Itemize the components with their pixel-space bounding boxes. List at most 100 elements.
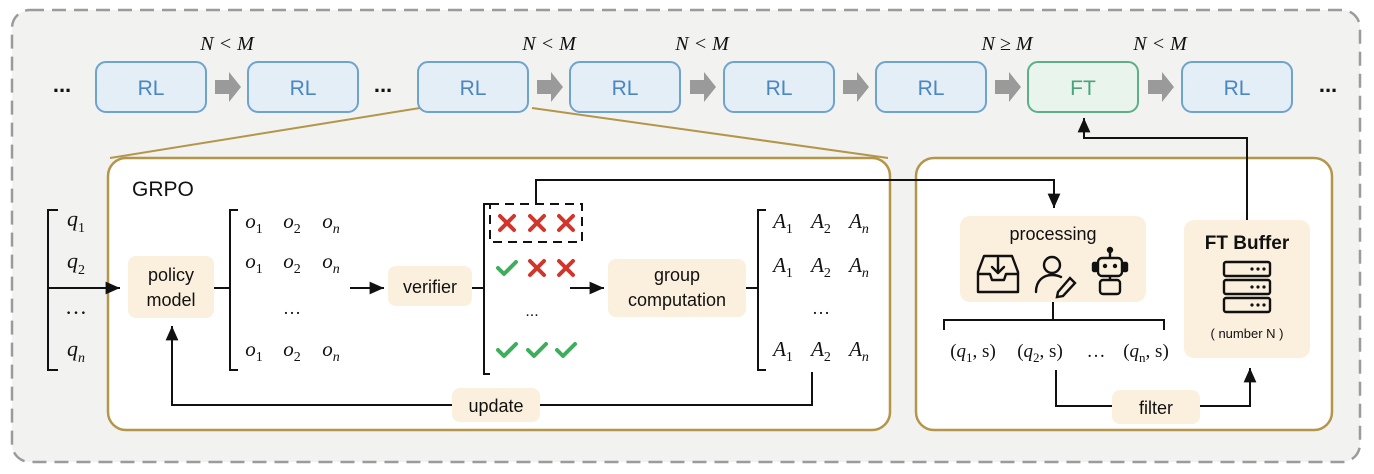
ft-buffer-capacity: ( number N ) (1211, 326, 1284, 341)
query-item: q2 (67, 248, 85, 278)
zoom-line-left (109, 107, 421, 159)
output-item: on (322, 337, 340, 365)
stage-arrow (1148, 72, 1174, 102)
inbox-download-icon (976, 254, 1020, 294)
check-icon (526, 342, 548, 358)
advantage-item: A1 (771, 209, 793, 237)
wrong-to-processing-arrow (535, 179, 1061, 208)
processing-label: processing (1009, 224, 1096, 244)
rl-stage-box (723, 61, 835, 113)
group-computation-label-1: group (654, 265, 700, 285)
person-edit-icon (1034, 255, 1077, 299)
cross-icon (528, 259, 546, 277)
queries-bracket (47, 209, 58, 371)
advantage-item: A2 (809, 337, 831, 365)
advantage-item: A2 (809, 253, 831, 281)
buffer-to-ft-arrow (1077, 118, 1248, 220)
cross-icon (557, 214, 575, 232)
output-ellipsis: … (283, 298, 301, 318)
advantage-item: An (847, 209, 869, 237)
verifier-box (388, 266, 472, 306)
advantage-item: An (847, 253, 869, 281)
stage-arrow (215, 72, 241, 102)
outputs-matrix: o1 o2 on o1 o2 on … o1 o2 on (245, 209, 340, 365)
pair-item: (q1, s) (950, 341, 996, 365)
advantage-item: An (847, 337, 869, 365)
pipeline-ellipsis: ... (53, 72, 71, 97)
ft-stage-box (1027, 61, 1139, 113)
advantage-item: A2 (809, 209, 831, 237)
cross-icon (557, 259, 575, 277)
verifier-label: verifier (403, 277, 457, 297)
group-computation-box (608, 259, 746, 317)
check-icon (555, 342, 577, 358)
rl-stage-label: RL (766, 77, 793, 100)
ft-stage-label: FT (1070, 77, 1096, 100)
output-item: o1 (245, 249, 263, 277)
pairs-list: (q1, s)(q2, s)…(qn, s) (950, 341, 1169, 365)
advantage-item: A1 (771, 253, 793, 281)
output-item: o2 (283, 209, 301, 237)
query-item: q1 (67, 206, 85, 236)
outputs-bracket (229, 209, 238, 371)
check-icon (496, 260, 518, 276)
output-item: on (322, 249, 340, 277)
policy-model-label-1: policy (148, 265, 194, 285)
output-item: o1 (245, 209, 263, 237)
pipeline-row: ... RL RL... RL RL RL RL FT RL... N < M N < M N < M… (53, 33, 1337, 113)
rl-stage-label: RL (612, 77, 639, 100)
pipeline-ellipsis: ... (374, 72, 392, 97)
rl-stage-box (569, 61, 681, 113)
rl-stage-label: RL (138, 77, 165, 100)
pairs-brace (943, 319, 1165, 330)
cross-icon (498, 214, 516, 232)
output-item: o1 (245, 337, 263, 365)
rewards-ellipsis: ... (525, 303, 538, 320)
output-item: o2 (283, 249, 301, 277)
rl-stage-label: RL (460, 77, 487, 100)
advantage-item: A1 (771, 337, 793, 365)
condition-label: N < M (199, 33, 255, 55)
stage-arrow (843, 72, 869, 102)
filter-label: filter (1139, 398, 1173, 418)
output-item: o2 (283, 337, 301, 365)
rl-stage-label: RL (918, 77, 945, 100)
rl-stage-box (95, 61, 207, 113)
grpo-title: GRPO (132, 178, 194, 201)
rl-stage-box (247, 61, 359, 113)
robot-icon (1091, 246, 1129, 296)
update-label: update (468, 396, 523, 416)
query-item: … (65, 294, 87, 319)
output-item: on (322, 209, 340, 237)
cross-icon (528, 214, 546, 232)
processing-box (960, 216, 1146, 302)
check-icon (496, 342, 518, 358)
zoom-line-right (531, 107, 889, 159)
rl-stage-label: RL (290, 77, 317, 100)
pipeline-ellipsis: ... (1319, 72, 1337, 97)
policy-model-box (128, 256, 214, 318)
pair-item: (qn, s) (1123, 341, 1169, 365)
condition-label: N < M (674, 33, 730, 55)
update-box (452, 388, 540, 422)
ft-buffer-title: FT Buffer (1205, 233, 1290, 254)
group-computation-label-2: computation (628, 290, 726, 310)
rl-stage-box (875, 61, 987, 113)
rl-stage-box (417, 61, 529, 113)
advantages-bracket (757, 209, 766, 371)
rl-stage-label: RL (1224, 77, 1251, 100)
ft-buffer-box (1184, 220, 1310, 358)
server-rack-icon (1222, 260, 1272, 314)
stage-arrow (537, 72, 563, 102)
condition-label: N < M (521, 33, 577, 55)
policy-model-label-2: model (146, 290, 195, 310)
stage-arrow (690, 72, 716, 102)
condition-label: N < M (1132, 33, 1188, 55)
rl-stage-box (1181, 61, 1293, 113)
condition-label: N ≥ M (981, 33, 1034, 55)
rewards-grid (496, 214, 577, 358)
advantage-ellipsis: … (812, 298, 830, 318)
